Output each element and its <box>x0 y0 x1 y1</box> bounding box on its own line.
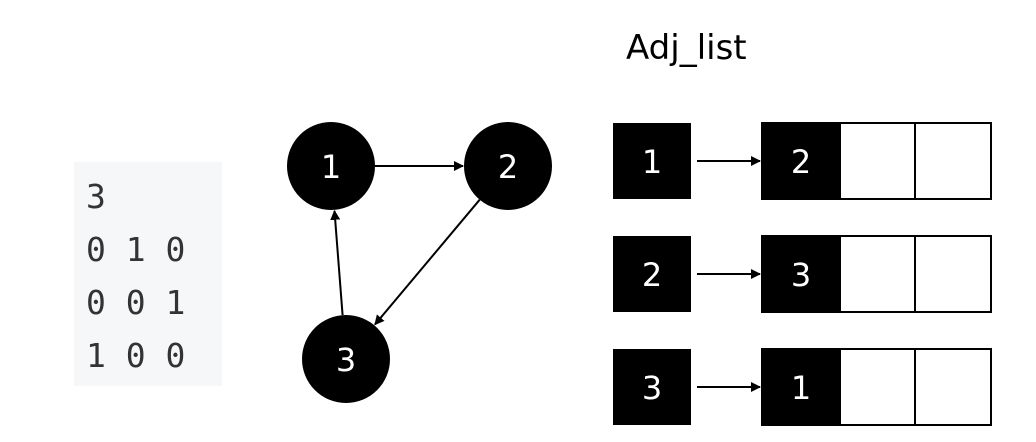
adj-head-label-3: 3 <box>642 369 662 407</box>
directed-graph: 1 2 3 <box>287 122 552 403</box>
graph-node-3 <box>302 315 390 403</box>
adj-head-cell-2 <box>613 236 691 312</box>
adj-head-cell-3 <box>613 349 691 425</box>
adj-head-label-1: 1 <box>642 143 662 181</box>
adjacency-matrix-input: 3 0 1 0 0 0 1 1 0 0 <box>74 162 222 386</box>
graph-node-label-3: 3 <box>336 341 356 379</box>
edge-2-to-3 <box>374 199 481 326</box>
adj-list-border-3 <box>761 348 992 426</box>
edge-3-to-1 <box>330 209 344 316</box>
adj-item-label-3-0: 1 <box>791 369 811 407</box>
adj-list-border-2 <box>761 235 992 313</box>
adj-item-label-2-0: 3 <box>791 256 811 294</box>
adj-list-border-1 <box>761 122 992 200</box>
graph-node-1 <box>287 122 375 210</box>
adj-item-label-1-0: 2 <box>791 143 811 181</box>
matrix-row-2: 0 0 1 <box>86 283 186 322</box>
graph-node-label-2: 2 <box>498 148 518 186</box>
adjacency-list: 1 2 2 3 3 1 <box>613 122 992 426</box>
graph-node-label-1: 1 <box>321 148 341 186</box>
adj-item-cell-2-2 <box>914 235 992 313</box>
adj-item-cell-1-2 <box>914 122 992 200</box>
adj-item-cell-3-1 <box>839 348 916 426</box>
adj-head-label-2: 2 <box>642 256 662 294</box>
matrix-size-line: 3 <box>86 177 106 216</box>
matrix-row-1: 0 1 0 <box>86 230 186 269</box>
adj-head-cell-1 <box>613 123 691 199</box>
adj-item-cell-3-2 <box>914 348 992 426</box>
graph-node-2 <box>464 122 552 210</box>
matrix-row-3: 1 0 0 <box>86 336 186 375</box>
adj-item-cell-1-1 <box>839 122 916 200</box>
adj-list-title: Adj_list <box>626 28 747 68</box>
adj-item-cell-2-1 <box>839 235 916 313</box>
